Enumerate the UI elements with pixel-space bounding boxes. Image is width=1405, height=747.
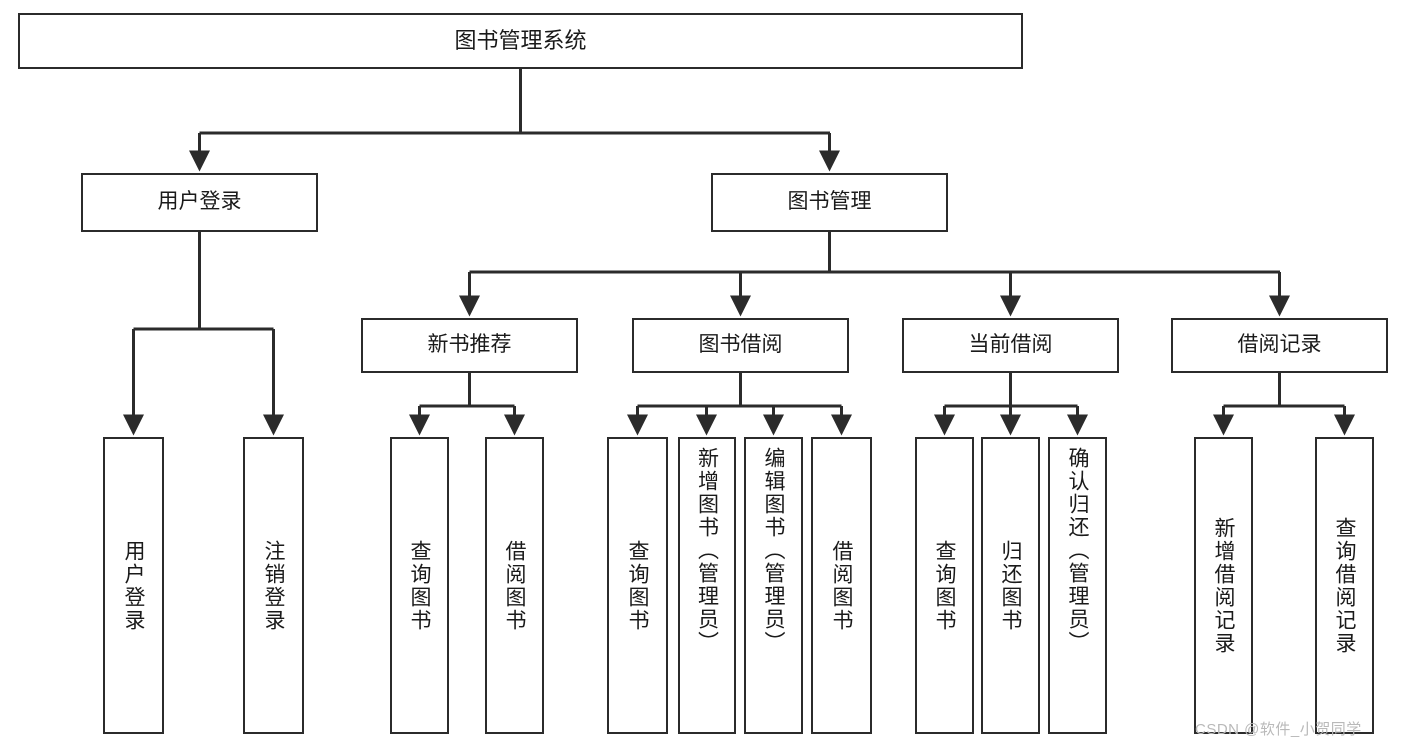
node-leaf-borrow-book-rec-label: 借阅图书 [503,539,526,632]
node-borrow-record[interactable]: 借阅记录 [1171,318,1388,373]
node-leaf-query-book-rec[interactable]: 查询图书 [390,437,449,734]
csdn-watermark: CSDN @软件_小贺同学 [1195,721,1362,738]
node-leaf-borrow-book-rec[interactable]: 借阅图书 [485,437,544,734]
node-leaf-add-book-label: 新增图书（管理员） [695,447,719,654]
node-leaf-query-book-b[interactable]: 查询图书 [607,437,668,734]
node-leaf-query-book-c-label: 查询图书 [933,539,956,632]
node-leaf-add-record[interactable]: 新增借阅记录 [1194,437,1253,734]
node-leaf-borrow-book-b[interactable]: 借阅图书 [811,437,872,734]
node-book-manage-label: 图书管理 [787,190,872,214]
node-leaf-query-book-rec-label: 查询图书 [408,539,431,632]
node-root-label: 图书管理系统 [454,28,587,54]
node-new-book-rec-label: 新书推荐 [427,333,512,357]
node-borrow-record-label: 借阅记录 [1237,333,1322,357]
node-leaf-return-book[interactable]: 归还图书 [981,437,1040,734]
node-leaf-query-record-label: 查询借阅记录 [1333,516,1356,655]
node-new-book-rec[interactable]: 新书推荐 [361,318,578,373]
node-leaf-edit-book-label: 编辑图书（管理员） [762,447,785,654]
node-book-borrow-label: 图书借阅 [698,333,783,357]
node-leaf-edit-book[interactable]: 编辑图书（管理员） [744,437,803,734]
node-user-login[interactable]: 用户登录 [81,173,318,232]
node-user-login-label: 用户登录 [157,190,242,214]
node-leaf-add-book[interactable]: 新增图书（管理员） [678,437,736,734]
node-leaf-user-login[interactable]: 用户登录 [103,437,164,734]
node-leaf-query-book-c[interactable]: 查询图书 [915,437,974,734]
node-leaf-add-record-label: 新增借阅记录 [1212,516,1235,655]
node-root[interactable]: 图书管理系统 [18,13,1023,69]
node-leaf-borrow-book-b-label: 借阅图书 [830,539,853,632]
node-leaf-user-login-label: 用户登录 [122,539,145,632]
node-leaf-query-record[interactable]: 查询借阅记录 [1315,437,1374,734]
node-leaf-confirm-return[interactable]: 确认归还（管理员） [1048,437,1107,734]
node-current-borrow-label: 当前借阅 [968,333,1053,357]
node-book-borrow[interactable]: 图书借阅 [632,318,849,373]
node-leaf-confirm-return-label: 确认归还（管理员） [1066,447,1089,654]
node-current-borrow[interactable]: 当前借阅 [902,318,1119,373]
node-leaf-user-logout[interactable]: 注销登录 [243,437,304,734]
node-leaf-user-logout-label: 注销登录 [262,539,285,632]
node-leaf-query-book-b-label: 查询图书 [626,539,649,632]
node-leaf-return-book-label: 归还图书 [999,539,1022,632]
node-book-manage[interactable]: 图书管理 [711,173,948,232]
